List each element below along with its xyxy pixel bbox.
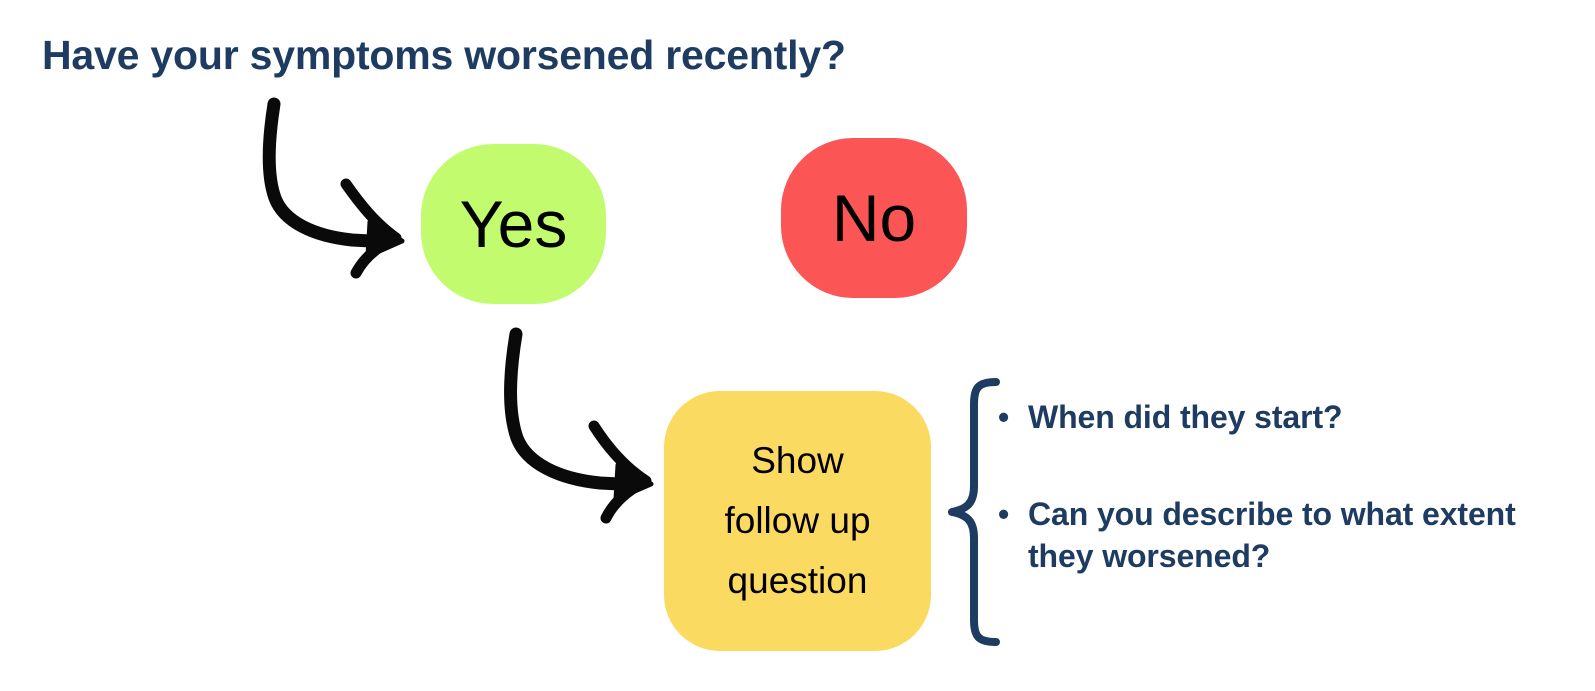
list-item: • Can you describe to what extent they w… [998, 493, 1558, 577]
bullet-marker-icon: • [998, 496, 1010, 533]
node-yes[interactable]: Yes [421, 144, 606, 304]
node-followup-label-block: Show follow up question [724, 431, 870, 612]
list-item-label: Can you describe to what extent they wor… [1028, 496, 1516, 575]
page-title: Have your symptoms worsened recently? [42, 32, 846, 78]
node-followup-label-line-1: Show [751, 439, 844, 481]
curly-brace-icon [948, 378, 1000, 646]
node-followup-label-line-3: question [727, 560, 868, 602]
follow-up-question-list: • When did they start? • Can you describ… [998, 396, 1558, 578]
arrow-question-to-yes-icon [262, 97, 405, 279]
node-no-label: No [831, 181, 917, 255]
node-followup-label-line-2: follow up [724, 499, 871, 541]
list-item-label: When did they start? [1028, 399, 1343, 435]
list-item: • When did they start? [998, 396, 1558, 438]
node-yes-label: Yes [459, 187, 568, 261]
node-show-follow-up-question[interactable]: Show follow up question [664, 391, 931, 651]
node-no[interactable]: No [781, 138, 967, 298]
bullet-marker-icon: • [998, 399, 1010, 435]
arrow-yes-to-followup-icon [504, 327, 654, 524]
